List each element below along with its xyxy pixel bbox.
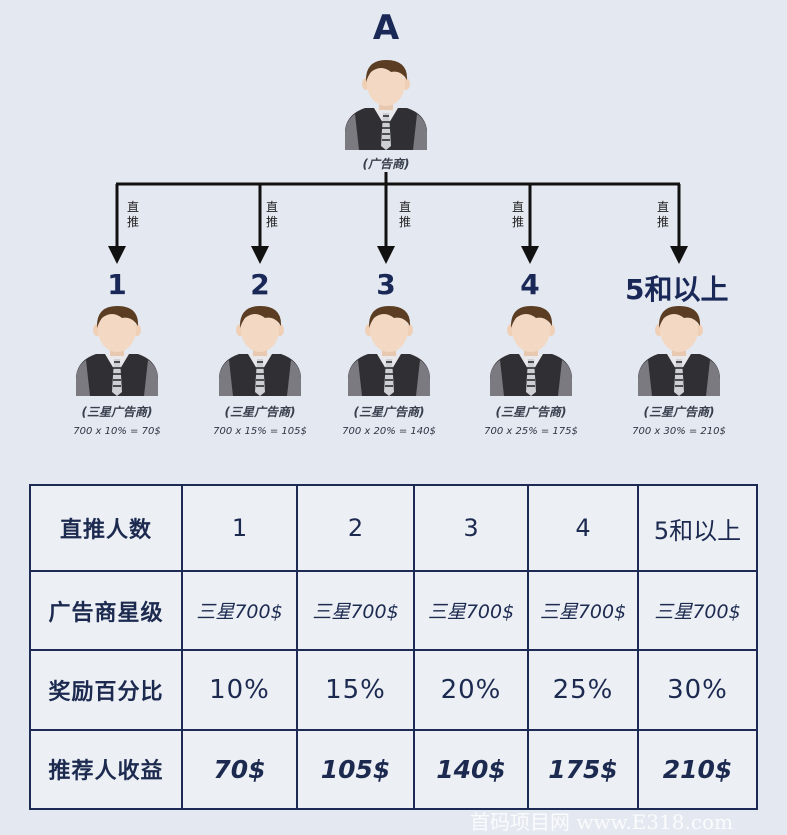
child-role-3: (三星广告商) [314, 403, 464, 420]
row-header-level: 广告商星级 [30, 571, 182, 650]
earnings-cell: 175$ [528, 730, 638, 809]
child-role-4: (三星广告商) [456, 403, 606, 420]
reward-table: 直推人数 1 2 3 4 5和以上 广告商星级 三星700$ 三星700$ 三星… [29, 484, 758, 810]
percent-cell: 25% [528, 650, 638, 729]
percent-cell: 10% [182, 650, 297, 729]
count-cell: 4 [528, 485, 638, 571]
child-role-5: (三星广告商) [604, 403, 754, 420]
count-cell: 2 [297, 485, 414, 571]
child-role-1: (三星广告商) [42, 403, 192, 420]
child-label-3: 3 [316, 268, 456, 301]
child-person-icon-4 [486, 304, 576, 396]
arrow-label-2: 直推 [264, 200, 280, 230]
arrow-label-4: 直推 [510, 200, 526, 230]
table-row: 广告商星级 三星700$ 三星700$ 三星700$ 三星700$ 三星700$ [30, 571, 757, 650]
level-cell: 三星700$ [528, 571, 638, 650]
child-formula-2: 700 x 15% = 105$ [185, 426, 335, 437]
child-person-icon-5 [634, 304, 724, 396]
earnings-cell: 210$ [638, 730, 757, 809]
level-cell: 三星700$ [414, 571, 528, 650]
child-formula-5: 700 x 30% = 210$ [604, 426, 754, 437]
earnings-cell: 70$ [182, 730, 297, 809]
level-cell: 三星700$ [297, 571, 414, 650]
child-label-2: 2 [190, 268, 330, 301]
child-person-icon-2 [215, 304, 305, 396]
count-cell: 1 [182, 485, 297, 571]
table-row: 直推人数 1 2 3 4 5和以上 [30, 485, 757, 571]
arrow-label-5: 直推 [655, 200, 671, 230]
child-formula-3: 700 x 20% = 140$ [314, 426, 464, 437]
child-formula-4: 700 x 25% = 175$ [456, 426, 606, 437]
arrow-label-1: 直推 [125, 200, 141, 230]
child-formula-1: 700 x 10% = 70$ [42, 426, 192, 437]
watermark-text: 首码项目网 www.E318.com [470, 806, 733, 835]
row-header-earnings: 推荐人收益 [30, 730, 182, 809]
row-header-percent: 奖励百分比 [30, 650, 182, 729]
percent-cell: 30% [638, 650, 757, 729]
table-row: 奖励百分比 10% 15% 20% 25% 30% [30, 650, 757, 729]
level-cell: 三星700$ [182, 571, 297, 650]
count-cell: 3 [414, 485, 528, 571]
child-label-4: 4 [460, 268, 600, 301]
row-header-count: 直推人数 [30, 485, 182, 571]
percent-cell: 20% [414, 650, 528, 729]
child-label-1: 1 [47, 268, 187, 301]
child-person-icon-3 [344, 304, 434, 396]
arrow-label-3: 直推 [397, 200, 413, 230]
child-label-5: 5和以上 [605, 268, 775, 308]
level-cell: 三星700$ [638, 571, 757, 650]
earnings-cell: 140$ [414, 730, 528, 809]
percent-cell: 15% [297, 650, 414, 729]
earnings-cell: 105$ [297, 730, 414, 809]
child-role-2: (三星广告商) [185, 403, 335, 420]
table-row: 推荐人收益 70$ 105$ 140$ 175$ 210$ [30, 730, 757, 809]
child-person-icon-1 [72, 304, 162, 396]
count-cell: 5和以上 [638, 485, 757, 571]
